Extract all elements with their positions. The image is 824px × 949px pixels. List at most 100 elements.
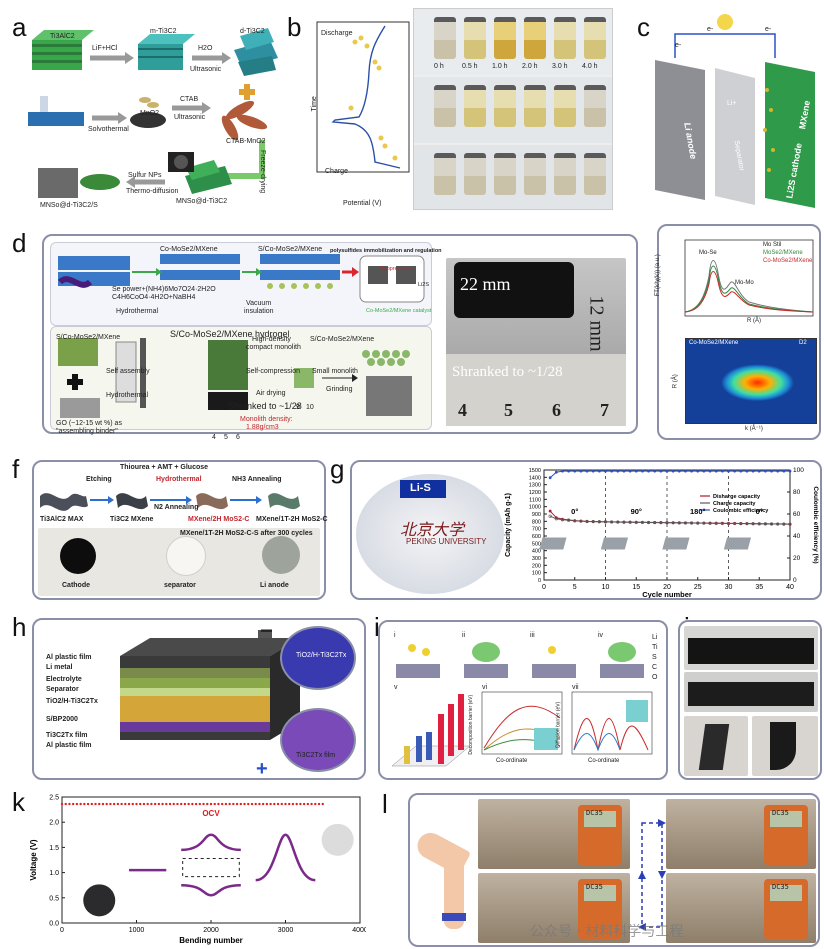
k-ocv-point <box>314 803 316 805</box>
d-selfc: Self-compression <box>246 368 300 376</box>
k-x-tick-label: 3000 <box>278 927 294 934</box>
k-ocv-point <box>258 803 260 805</box>
vial <box>434 153 456 195</box>
g-y2-tick-label: 0 <box>793 577 797 584</box>
k-ocv-point <box>94 803 96 805</box>
g-point <box>549 510 552 513</box>
e-legend-2: Co-MoSe2/MXene <box>763 258 812 265</box>
k-ocv-point <box>251 803 253 805</box>
i-sub-iii: iii <box>530 632 535 640</box>
k-ocv-point <box>266 803 268 805</box>
i-sub-vi: vi <box>482 684 487 692</box>
k-ocv-point <box>303 803 305 805</box>
label-thermo: Thermo-diffusion <box>126 188 178 196</box>
vial <box>434 17 456 59</box>
k-ocv-point <box>158 803 160 805</box>
g-bend-icon <box>601 537 628 549</box>
g-point <box>629 470 632 473</box>
g-point <box>770 470 773 473</box>
i-sub-i: i <box>394 632 396 640</box>
g-angle-label: 0° <box>571 507 578 516</box>
h-inset-bottom <box>280 708 356 772</box>
g-y2-tick-label: 100 <box>793 467 804 474</box>
vial <box>584 85 606 127</box>
k-ocv-point <box>232 803 234 805</box>
i-vi-x: Co-ordinate <box>496 758 527 765</box>
f-lianode: Li anode <box>260 582 289 590</box>
d-shrank-big: Shranked to ~1/28 <box>452 364 563 381</box>
label-ctab: CTAB <box>180 96 198 104</box>
k-ocv-point <box>210 803 212 805</box>
g-point <box>758 470 761 473</box>
d-step1b: C4H6CoO4·4H2O+NaBH4 <box>112 294 195 302</box>
k-ocv-point <box>79 803 81 805</box>
panel-label-b: b <box>287 14 301 40</box>
g-y-tick-label: 400 <box>532 549 541 555</box>
g-x-tick-label: 30 <box>725 584 733 591</box>
l-meter-readout-2: DC35 <box>772 810 789 818</box>
k-ocv-point <box>273 803 275 805</box>
d-ruler-7: 7 <box>600 400 609 421</box>
panel-i: i i ii iii iv Li Ti S C O v vi Co-ordina… <box>370 612 670 782</box>
e-mose: Mo-Se <box>699 250 717 257</box>
d-mx1: Co-MoSe2/MXene <box>160 246 218 254</box>
g-x-tick-label: 35 <box>755 584 763 591</box>
l-watermark: 公众号 · 材料科学与工程 <box>530 921 683 941</box>
label-prod2: MNSo@d-Ti3C2 <box>176 198 227 206</box>
b-time-5: 4.0 h <box>582 63 598 71</box>
g-point <box>776 470 779 473</box>
k-ocv-point <box>281 803 283 805</box>
g-y-tick-label: 500 <box>532 541 541 547</box>
k-ocv-point <box>169 803 171 805</box>
f-thio: Thiourea + AMT + Glucose <box>120 464 208 472</box>
k-ocv-point <box>202 803 204 805</box>
k-ocv-point <box>214 803 216 805</box>
d-w22: 22 mm <box>460 274 511 295</box>
panel-a: a <box>0 0 285 215</box>
k-ocv-point <box>187 803 189 805</box>
k-ocv-point <box>109 803 111 805</box>
g-point <box>653 470 656 473</box>
k-ocv-point <box>243 803 245 805</box>
g-univ-en: PEKING UNIVERSITY <box>406 538 486 547</box>
d-mini2-9: 9 <box>296 404 300 412</box>
i-legend-s: S <box>652 654 657 662</box>
l-rig-photo-4 <box>666 873 816 943</box>
g-bend-icon <box>662 537 689 549</box>
e-momo: Mo-Mo <box>735 280 754 287</box>
j-bent-film-1 <box>699 724 729 770</box>
d-poly: polysulfides immobilization and regulati… <box>330 248 442 254</box>
d-scm: S/Co-MoSe2/MXene <box>310 336 374 344</box>
k-ocv-point <box>102 803 104 805</box>
k-ocv-point <box>135 803 137 805</box>
d-supp: Suppression <box>380 266 411 272</box>
g-y-tick-label: 1400 <box>529 475 541 481</box>
f-m1t: MXene/1T-2H MoS2-C <box>256 516 328 524</box>
i-diffusion-plot <box>568 688 656 768</box>
g-y-tick-label: 100 <box>532 571 541 577</box>
g-point <box>586 470 589 473</box>
l-meter-readout-3: DC35 <box>586 884 603 892</box>
b-vial-grid: 0 h 0.5 h 1.0 h 2.0 h 3.0 h 4.0 h <box>413 8 613 210</box>
g-point <box>703 470 706 473</box>
g-point <box>684 470 687 473</box>
k-ocv-point <box>310 803 312 805</box>
g-point <box>690 470 693 473</box>
i-legend-c: C <box>652 664 657 672</box>
g-point <box>580 470 583 473</box>
c-e2: e- <box>707 26 713 34</box>
panel-d: d Se power+(NH4)6Mo7O24·2H2O C4H6CoO4·4H… <box>0 222 650 437</box>
h-plus: + <box>256 758 268 781</box>
k-ocv-point <box>191 803 193 805</box>
k-bent-cell-photo <box>322 824 354 856</box>
e-ylabel: FT(k³χ(k)) (a.u.) <box>655 254 662 296</box>
g-point <box>567 470 570 473</box>
b-time-4: 3.0 h <box>552 63 568 71</box>
k-ocv-point <box>199 803 201 805</box>
d-mini2-10: 10 <box>306 404 314 412</box>
panel-l: l DC35 DC35 DC35 DC35 公众号 · 材料科学与工程 <box>370 785 824 949</box>
j-bend-photo-2 <box>752 716 818 776</box>
d-cat: Co-MoSe2/MXene catalyst <box>366 308 431 314</box>
g-y-tick-label: 0 <box>538 578 541 584</box>
g-ylabel: Capacity (mAh g-1) <box>505 493 512 557</box>
